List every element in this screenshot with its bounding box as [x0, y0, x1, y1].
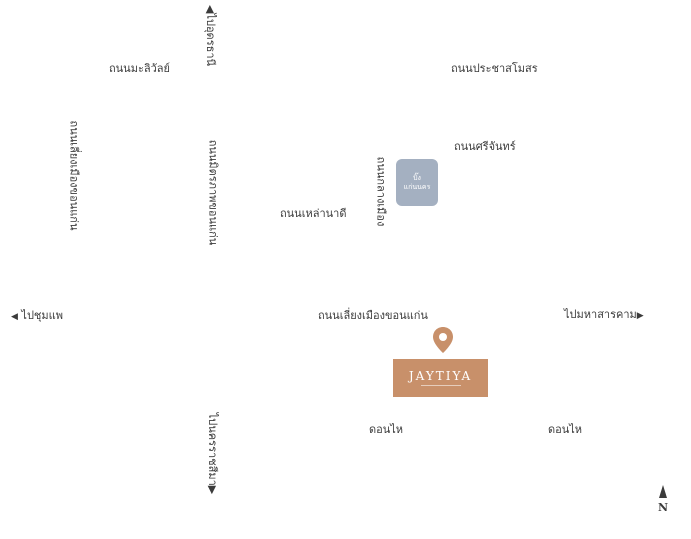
label-srichan-road: ถนนศรีจันทร์	[454, 140, 516, 153]
landmark-bigc-kaennakorn: บิ๊ง แก่นนคร	[396, 159, 438, 206]
north-indicator: N	[656, 485, 670, 519]
project-logo-underline	[420, 385, 461, 386]
label-mittraphap-road: ถนนมิตรภาพขอนแก่น	[206, 139, 220, 246]
arrow-right-icon: ▶	[636, 311, 644, 321]
label-to-nakhonratchasima: ไปนครราชสีมา▶	[206, 412, 220, 495]
label-to-chumphae: ◀ ไปชุมแพ	[11, 310, 63, 322]
arrow-left-icon: ◀	[11, 312, 18, 322]
label-malivan-road: ถนนมะลิวัลย์	[109, 62, 170, 75]
north-letter: N	[657, 501, 669, 514]
label-don-hai-1: ดอนไห	[369, 423, 404, 436]
label-klang-mueang-road: ถนนกลางเมือง	[374, 156, 388, 227]
label-to-mahasarakham-text: ไปมหาสารคาม	[564, 308, 637, 321]
label-left-vertical-road: ถนนเลี่ยงเมืองขอนแก่น	[67, 120, 81, 231]
north-arrow-icon	[659, 485, 667, 498]
label-to-chumphae-text: ไปชุมแพ	[21, 309, 63, 322]
arrow-down-icon: ▶	[206, 485, 220, 495]
project-logo: JAYTIYA	[393, 359, 488, 397]
project-logo-text: JAYTIYA	[408, 369, 473, 383]
label-to-mahasarakham: ไปมหาสารคาม▶	[564, 309, 644, 321]
label-to-udon: ◀ไปอุดรธานี	[204, 5, 218, 67]
label-to-nakhonratchasima-text: ไปนครราชสีมา	[206, 412, 220, 486]
label-don-hai-2: ดอนไห	[548, 423, 583, 436]
landmark-line1: บิ๊ง	[413, 173, 421, 182]
label-lao-na-di-road: ถนนเหล่านาดี	[280, 207, 347, 220]
landmark-line2: แก่นนคร	[403, 182, 431, 191]
label-to-udon-text: ไปอุดรธานี	[204, 13, 218, 67]
map-pin-icon	[433, 327, 453, 353]
label-prachasamosorn-road: ถนนประชาสโมสร	[451, 62, 538, 75]
label-bypass-road: ถนนเลี่ยงเมืองขอนแก่น	[318, 309, 428, 322]
